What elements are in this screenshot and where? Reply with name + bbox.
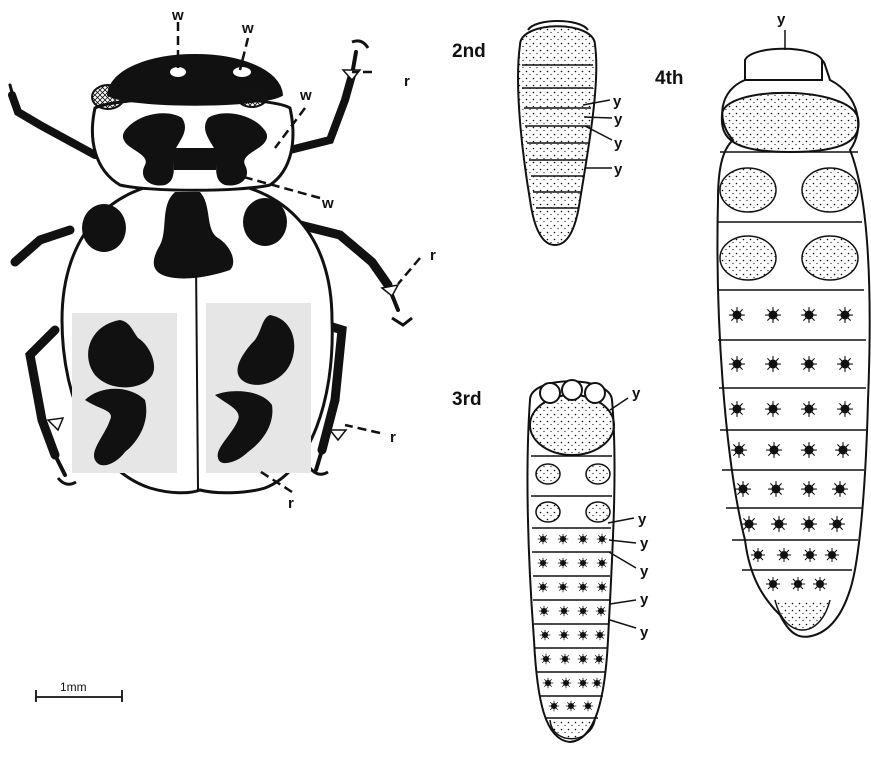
- marker-w-scutellum: w: [321, 195, 334, 212]
- larva-second-instar: [518, 21, 612, 245]
- marker-w-eye: w: [241, 20, 254, 37]
- marker-y-3rd-1: y: [638, 511, 647, 528]
- marker-y-2nd-3: y: [614, 135, 623, 152]
- marker-y-2nd-4: y: [614, 161, 623, 178]
- scale-bar-label: 1mm: [60, 680, 87, 694]
- marker-y-3rd-2: y: [640, 535, 649, 552]
- marker-r-elytron: r: [288, 495, 294, 512]
- scale-bar: 1mm: [36, 680, 122, 702]
- larva-third-instar: [527, 380, 636, 742]
- marker-w-pronotum: w: [299, 87, 312, 104]
- marker-y-2nd-2: y: [614, 111, 623, 128]
- head-spot: [170, 67, 186, 77]
- marker-y-2nd-1: y: [613, 93, 622, 110]
- marker-y-3rd-4: y: [640, 591, 649, 608]
- head-spot-right: [233, 67, 251, 77]
- larva-fourth-instar: [717, 30, 869, 637]
- marker-w-head: w: [171, 7, 184, 24]
- marker-y-3rd-5: y: [640, 624, 649, 641]
- marker-r-foreleg: r: [404, 73, 410, 90]
- marker-r-midleg: r: [430, 247, 436, 264]
- label-2nd: 2nd: [452, 41, 486, 62]
- adult-beetle: [10, 22, 420, 493]
- marker-y-3rd-3: y: [640, 563, 649, 580]
- marker-r-hindleg: r: [390, 429, 396, 446]
- marker-y-4th: y: [777, 11, 786, 28]
- marker-y-3rd-head: y: [632, 385, 641, 402]
- label-3rd: 3rd: [452, 389, 482, 410]
- label-4th: 4th: [655, 68, 684, 89]
